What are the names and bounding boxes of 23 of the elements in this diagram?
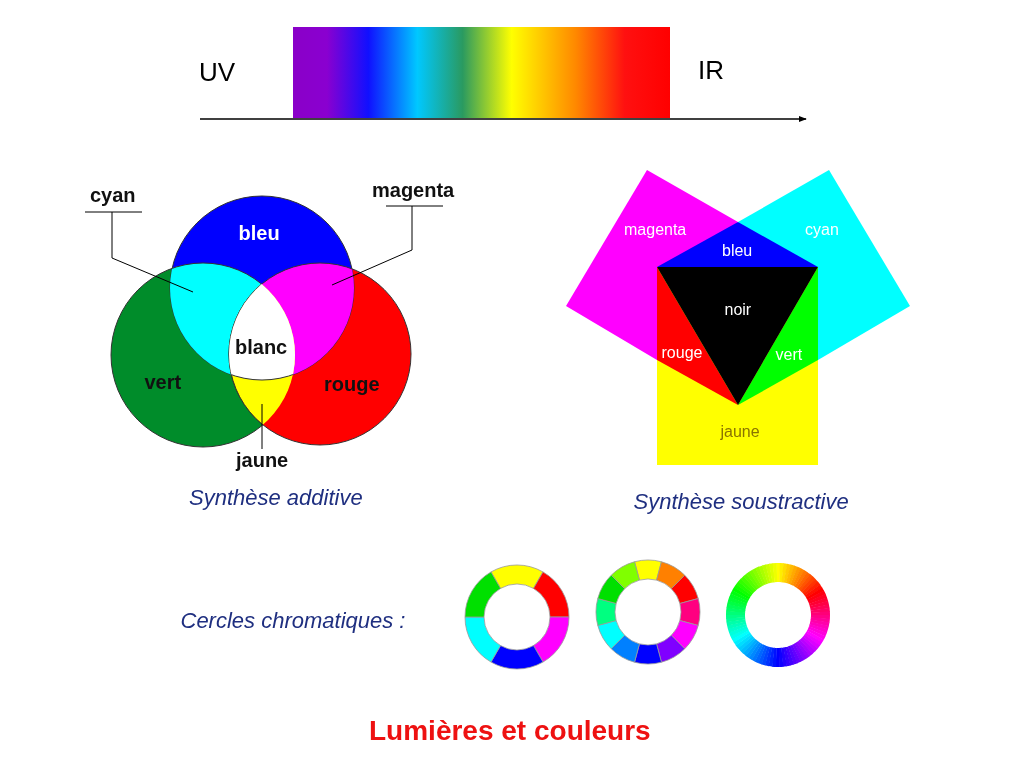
diagram-caption: Synthèse additive — [189, 487, 363, 509]
region-label: blanc — [235, 337, 288, 357]
region-label: rouge — [661, 345, 703, 361]
page-title: Lumières et couleurs — [369, 717, 651, 745]
region-label: vert — [144, 372, 182, 392]
leader-label: magenta — [372, 180, 455, 200]
region-label: noir — [724, 302, 752, 318]
spectrum-end-label: IR — [698, 57, 724, 83]
region-label: magenta — [624, 222, 687, 238]
leader-line — [84, 211, 194, 293]
row-label: Cercles chromatiques : — [180, 610, 406, 632]
region-label: jaune — [720, 424, 760, 440]
leader-line — [261, 403, 263, 450]
spectrum-end-label: UV — [199, 59, 236, 85]
region-label: rouge — [324, 374, 380, 394]
region-label: vert — [775, 347, 803, 363]
leader-label: cyan — [90, 185, 136, 205]
region-label: bleu — [722, 243, 753, 259]
region-label: bleu — [238, 223, 280, 243]
leader-label: jaune — [236, 450, 289, 470]
leader-line — [331, 205, 444, 286]
diagram-caption: Synthèse soustractive — [633, 491, 849, 513]
region-label: cyan — [805, 222, 839, 238]
